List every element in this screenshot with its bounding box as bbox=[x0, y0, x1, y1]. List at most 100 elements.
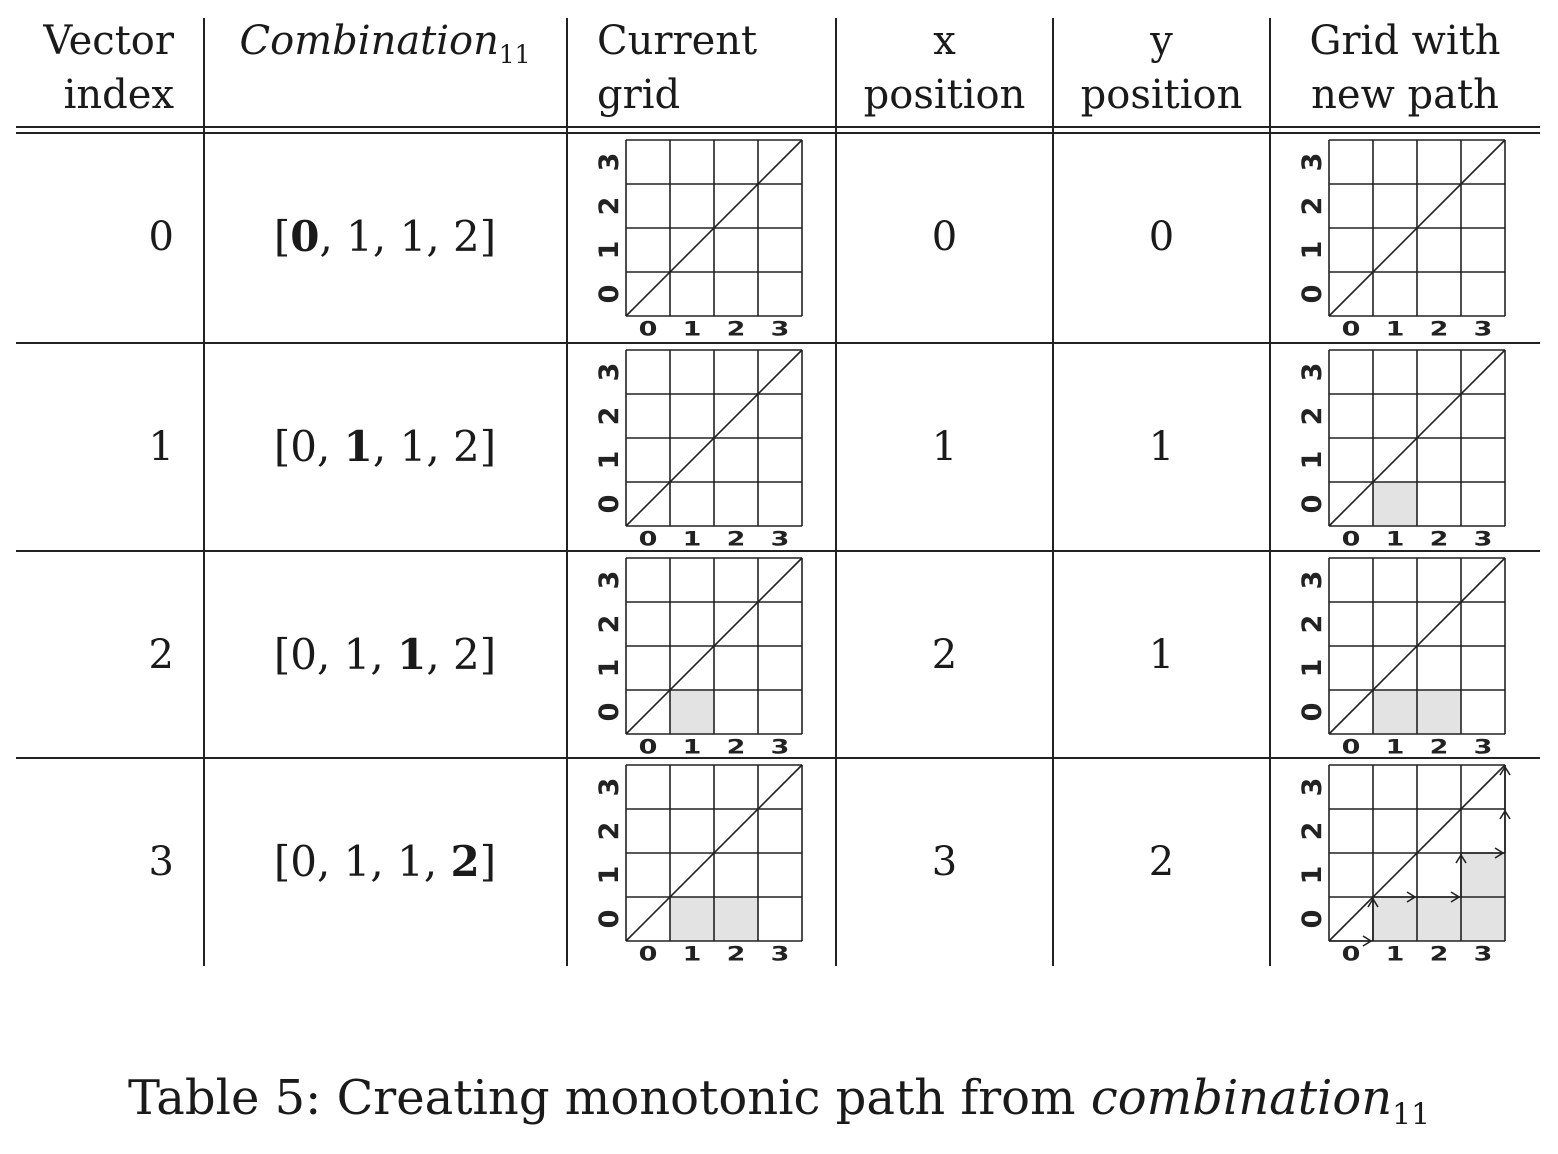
x-axis-tick: 0 bbox=[1342, 943, 1361, 965]
y-axis-tick: 2 bbox=[598, 822, 625, 841]
header-rule-top bbox=[16, 126, 1540, 128]
y-axis-tick: 0 bbox=[1301, 703, 1328, 722]
shaded-cell bbox=[1417, 690, 1461, 734]
x-axis-tick: 2 bbox=[727, 736, 746, 758]
x-axis-tick: 2 bbox=[1430, 528, 1449, 550]
x-axis-tick: 1 bbox=[683, 318, 702, 340]
y-axis-tick: 0 bbox=[1301, 910, 1328, 929]
y-axis-tick: 1 bbox=[598, 241, 625, 260]
x-axis-tick: 3 bbox=[771, 528, 790, 550]
combination-value: 0 bbox=[290, 212, 320, 261]
x-axis-tick: 1 bbox=[1386, 318, 1405, 340]
header-vector-index: Vector index bbox=[43, 18, 174, 118]
x-axis-tick: 0 bbox=[639, 528, 658, 550]
table-caption: Table 5: Creating monotonic path from co… bbox=[127, 1070, 1431, 1133]
path-arrow bbox=[1373, 891, 1417, 903]
vector-index-cell: 2 bbox=[148, 632, 174, 678]
x-axis-tick: 0 bbox=[1342, 736, 1361, 758]
x-axis-tick: 2 bbox=[1430, 318, 1449, 340]
column-divider bbox=[1052, 18, 1054, 966]
y-axis-tick: 1 bbox=[598, 866, 625, 885]
y-axis-tick: 2 bbox=[1301, 197, 1328, 216]
new-path-grid: 00112233 bbox=[1301, 764, 1511, 965]
y-axis-tick: 3 bbox=[598, 153, 625, 172]
row-divider bbox=[16, 550, 1540, 552]
y-axis-tick: 1 bbox=[1301, 241, 1328, 260]
combination-value: 1 bbox=[399, 422, 427, 471]
vector-index-cell: 0 bbox=[148, 214, 174, 260]
shaded-cell bbox=[1373, 690, 1417, 734]
x-axis-tick: 0 bbox=[639, 736, 658, 758]
current-grid: 00112233 bbox=[598, 557, 803, 758]
header-rule-bottom bbox=[16, 132, 1540, 134]
y-axis-tick: 3 bbox=[1301, 778, 1328, 797]
combination-cell: [0, 1, 1, 2] bbox=[273, 630, 497, 679]
y-axis-tick: 0 bbox=[598, 910, 625, 929]
combination-cell: [0, 1, 1, 2] bbox=[273, 837, 497, 886]
y-axis-tick: 0 bbox=[1301, 285, 1328, 304]
shaded-cell bbox=[1461, 897, 1505, 941]
x-position-cell: 0 bbox=[931, 214, 958, 260]
diagonal-line bbox=[625, 349, 803, 527]
y-axis-tick: 3 bbox=[1301, 153, 1328, 172]
new-path-grid: 00112233 bbox=[1301, 139, 1506, 340]
column-divider bbox=[566, 18, 568, 966]
combination-value: 1 bbox=[343, 630, 371, 679]
combination-value: 2 bbox=[453, 630, 480, 679]
x-axis-tick: 0 bbox=[1342, 528, 1361, 550]
combination-value: 1 bbox=[397, 630, 427, 679]
diagonal-line bbox=[1328, 557, 1506, 735]
x-axis-tick: 3 bbox=[771, 943, 790, 965]
x-axis-tick: 3 bbox=[771, 318, 790, 340]
shaded-cell bbox=[1373, 482, 1417, 526]
y-axis-tick: 1 bbox=[1301, 659, 1328, 678]
x-position-cell: 1 bbox=[931, 424, 958, 470]
combination-value: 1 bbox=[397, 837, 424, 886]
path-arrow bbox=[1499, 765, 1511, 809]
current-grid: 00112233 bbox=[598, 349, 803, 550]
path-arrow bbox=[1455, 853, 1467, 897]
vector-index-cell: 3 bbox=[148, 839, 174, 885]
y-axis-tick: 1 bbox=[598, 659, 625, 678]
combination-value: 1 bbox=[346, 212, 373, 261]
combination-cell: [0, 1, 1, 2] bbox=[273, 212, 497, 261]
y-axis-tick: 2 bbox=[1301, 822, 1328, 841]
y-axis-tick: 2 bbox=[598, 407, 625, 426]
diagonal-line bbox=[1328, 764, 1506, 942]
x-axis-tick: 1 bbox=[1386, 528, 1405, 550]
combination-value: 2 bbox=[450, 837, 480, 886]
y-position-cell: 0 bbox=[1148, 214, 1175, 260]
shaded-cell bbox=[670, 690, 714, 734]
y-axis-tick: 0 bbox=[598, 285, 625, 304]
x-position-cell: 3 bbox=[931, 839, 958, 885]
y-axis-tick: 0 bbox=[598, 495, 625, 514]
new-path-grid: 00112233 bbox=[1301, 349, 1506, 550]
header-combination: Combination11 bbox=[239, 18, 531, 69]
header-current-grid: Current grid bbox=[597, 18, 758, 118]
x-axis-tick: 3 bbox=[1474, 736, 1493, 758]
x-axis-tick: 2 bbox=[1430, 943, 1449, 965]
combination-value: 0 bbox=[290, 630, 317, 679]
shaded-cell bbox=[1373, 897, 1417, 941]
path-arrow bbox=[1417, 891, 1461, 903]
current-grid: 00112233 bbox=[598, 764, 803, 965]
combination-value: 0 bbox=[290, 422, 317, 471]
y-position-cell: 1 bbox=[1148, 424, 1175, 470]
x-axis-tick: 0 bbox=[639, 943, 658, 965]
shaded-cell bbox=[1461, 853, 1505, 897]
y-axis-tick: 0 bbox=[1301, 495, 1328, 514]
y-axis-tick: 2 bbox=[598, 615, 625, 634]
combination-value: 1 bbox=[343, 422, 373, 471]
header-x-position: x position bbox=[863, 18, 1026, 118]
new-path-grid: 00112233 bbox=[1301, 557, 1506, 758]
y-axis-tick: 3 bbox=[598, 778, 625, 797]
x-axis-tick: 2 bbox=[727, 943, 746, 965]
column-divider bbox=[203, 18, 205, 966]
y-axis-tick: 0 bbox=[598, 703, 625, 722]
x-axis-tick: 2 bbox=[727, 318, 746, 340]
diagonal-line bbox=[1328, 349, 1506, 527]
monotonic-path-table: Vector index Combination11 Current grid … bbox=[16, 18, 1540, 966]
x-axis-tick: 2 bbox=[727, 528, 746, 550]
x-axis-tick: 3 bbox=[1474, 528, 1493, 550]
x-axis-tick: 1 bbox=[683, 736, 702, 758]
